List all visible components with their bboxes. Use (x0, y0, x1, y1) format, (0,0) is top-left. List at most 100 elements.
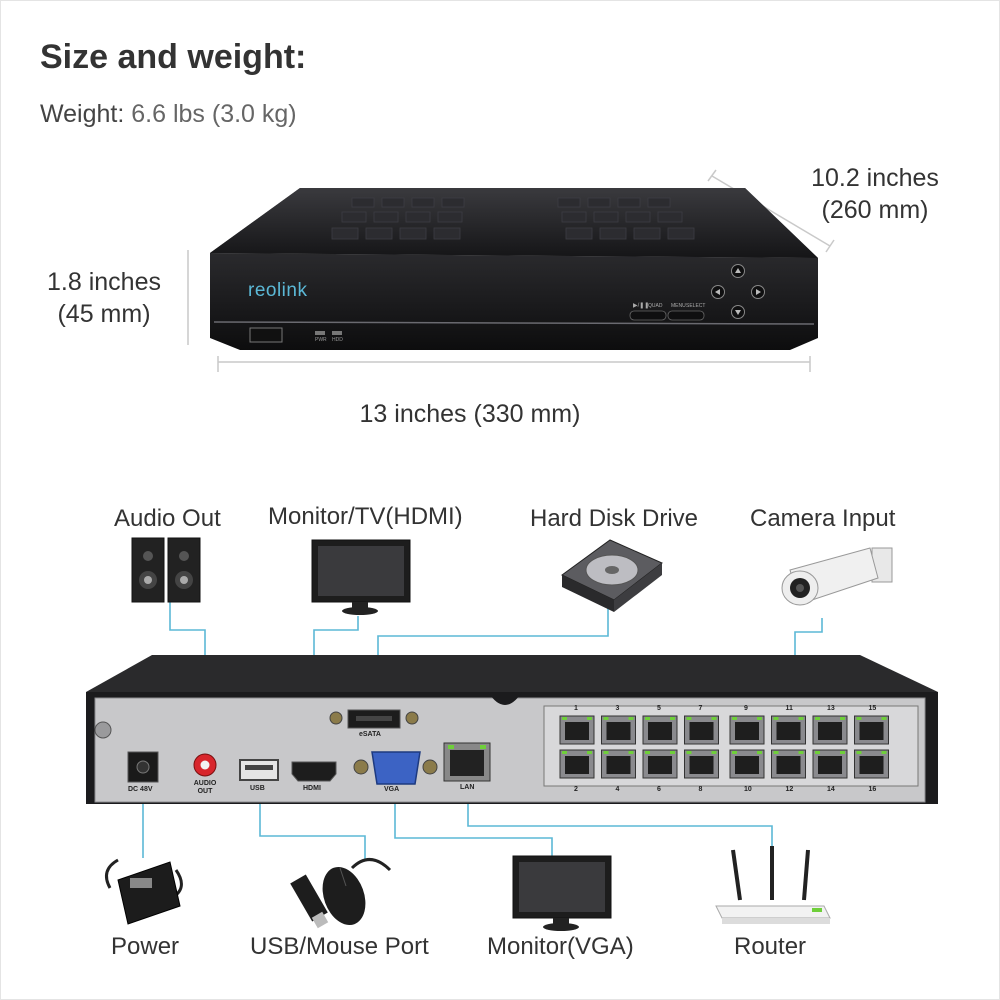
poe-port-led (603, 751, 609, 754)
weight-spec: Weight: 6.6 lbs (3.0 kg) (40, 100, 297, 129)
poe-port-socket (776, 756, 801, 774)
hdmi-monitor-icon (311, 539, 411, 615)
quad-label: QUAD (648, 303, 663, 309)
height-dimension: 1.8 inches (45 mm) (34, 266, 174, 330)
port-number: 8 (698, 786, 703, 793)
brand-logo: reolink (248, 280, 308, 301)
poe-port-led (815, 751, 820, 754)
audio-label-2: OUT (197, 788, 213, 795)
hard-disk-caption: Hard Disk Drive (530, 505, 699, 532)
poe-ports (559, 715, 889, 779)
depth-mm: (260 mm) (821, 196, 929, 224)
esata-label: eSATA (359, 731, 381, 738)
port-number: 13 (827, 705, 835, 712)
poe-port-led (670, 717, 675, 720)
poe-port-led (840, 717, 845, 720)
port-number: 14 (827, 786, 835, 793)
hdd-label: HDD (332, 337, 343, 343)
height-mm: (45 mm) (57, 300, 151, 328)
poe-port-socket (606, 756, 631, 774)
poe-port-led (670, 751, 675, 754)
poe-port-led (773, 751, 779, 754)
poe-port-led (732, 717, 737, 720)
depth-dimension: 10.2 inches (260 mm) (800, 162, 950, 226)
usb-label: USB (250, 785, 265, 792)
hdmi-label: HDMI (303, 785, 321, 792)
poe-port-socket (859, 722, 884, 740)
router-icon (715, 846, 831, 924)
dc-label: DC 48V (128, 786, 153, 793)
poe-port-led (562, 717, 567, 720)
port-number: 16 (868, 786, 877, 793)
nvr-front-illustration (187, 169, 835, 372)
port-number: 15 (868, 705, 877, 712)
dimension-lines (187, 169, 835, 372)
weight-label: Weight: (40, 100, 125, 128)
poe-port-led (798, 751, 804, 754)
router-caption: Router (734, 933, 807, 960)
poe-port-socket (818, 756, 842, 774)
port-number: 1 (574, 705, 578, 712)
poe-port-led (732, 751, 737, 754)
poe-port-led (815, 717, 820, 720)
poe-port-socket (818, 722, 842, 740)
page-title: Size and weight: (40, 38, 307, 76)
depth-inches: 10.2 inches (811, 164, 939, 192)
vga-port (371, 751, 421, 785)
port-number: 12 (785, 786, 794, 793)
lan-label: LAN (460, 784, 475, 791)
poe-port-led (856, 717, 862, 720)
hdmi-port (291, 761, 337, 782)
select-label: SELECT (686, 303, 706, 309)
vent-slots (331, 197, 695, 240)
poe-port-led (773, 717, 779, 720)
poe-port-led (711, 717, 717, 720)
play-quad-button (629, 310, 667, 321)
power-adapter-icon (104, 858, 183, 925)
nvr-front-face (210, 253, 818, 350)
poe-port-socket (859, 756, 884, 774)
poe-port-socket (735, 722, 759, 740)
poe-port-led (881, 751, 887, 754)
poe-port-led (798, 717, 804, 720)
height-inches: 1.8 inches (47, 268, 161, 296)
speakers-icon (131, 537, 201, 603)
hdd-led (332, 331, 342, 335)
poe-port-led (587, 717, 592, 720)
camera-input-caption: Camera Input (750, 505, 896, 532)
poe-port-socket (606, 722, 631, 740)
weight-value: 6.6 lbs (3.0 kg) (131, 100, 297, 128)
vga-label: VGA (384, 786, 400, 793)
poe-port-led (587, 751, 592, 754)
usb-mouse-caption: USB/Mouse Port (250, 933, 429, 960)
poe-port-led (562, 751, 567, 754)
poe-port-socket (648, 756, 672, 774)
poe-port-socket (565, 756, 589, 774)
poe-port-led (757, 717, 762, 720)
port-number: 11 (785, 705, 793, 712)
nvr-rear-top (86, 655, 938, 692)
audio-out-label: AUDIO OUT (190, 780, 220, 796)
poe-port-led (757, 751, 762, 754)
port-number: 2 (574, 786, 578, 793)
port-number: 7 (698, 705, 703, 712)
play-label: ▶/❚❚ (633, 303, 650, 309)
usb-mouse-icon (290, 858, 392, 929)
poe-port-socket (776, 722, 801, 740)
port-number: 5 (657, 705, 661, 712)
poe-port-led (686, 751, 692, 754)
poe-port-led (840, 751, 845, 754)
front-usb-port (249, 327, 283, 343)
pwr-label: PWR (315, 337, 327, 343)
menu-label: MENU (671, 303, 686, 309)
port-number: 6 (657, 786, 661, 793)
ground-screw (94, 721, 112, 739)
vga-monitor-icon (512, 855, 612, 931)
monitor-vga-caption: Monitor(VGA) (487, 933, 634, 960)
poe-port-led (628, 717, 634, 720)
poe-port-led (645, 717, 650, 720)
width-dimension: 13 inches (330 mm) (359, 400, 581, 428)
port-number: 10 (744, 786, 752, 793)
poe-port-socket (689, 722, 714, 740)
